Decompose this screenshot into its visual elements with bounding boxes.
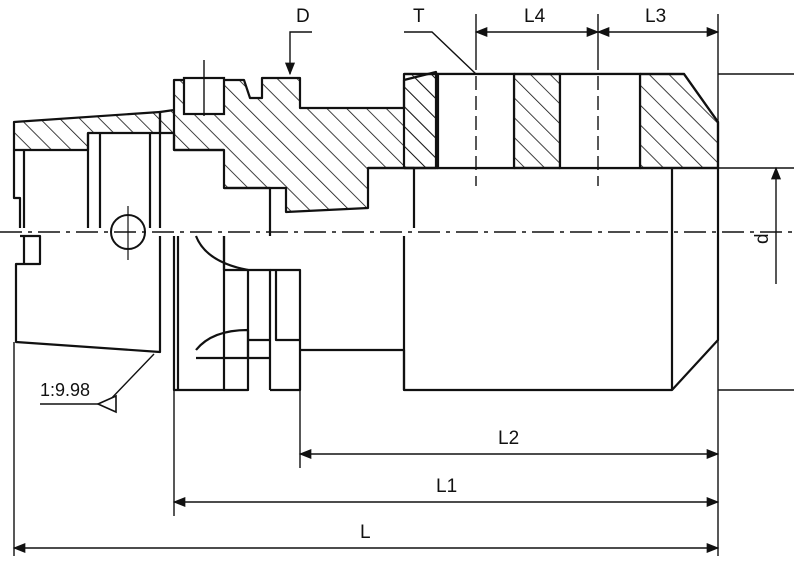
taper-arrow — [96, 394, 117, 414]
label-t-top: T — [413, 6, 425, 27]
shank-pocket — [86, 133, 162, 228]
flange-lower — [172, 236, 226, 392]
label-l3: L3 — [645, 6, 666, 27]
label-l4: L4 — [524, 6, 546, 27]
collet-segment — [248, 338, 270, 360]
flange-step — [172, 110, 224, 152]
collet-groove-1 — [248, 268, 272, 390]
label-d-top: D — [296, 6, 310, 27]
shoulder — [368, 166, 416, 228]
thread-centerlines — [475, 56, 599, 186]
dimension-lines — [12, 14, 794, 556]
body-bore — [402, 168, 674, 390]
taper-shank-upper — [12, 110, 162, 152]
collet-groove-3 — [274, 270, 300, 342]
label-l1: L1 — [436, 476, 457, 497]
label-d-side: d — [752, 233, 773, 244]
pocket-inner — [98, 133, 152, 228]
taper-shank-lower — [12, 150, 162, 354]
label-taper-ratio: 1:9.98 — [40, 380, 90, 400]
lower-body-section — [12, 110, 720, 392]
label-l2: L2 — [498, 428, 519, 449]
nut-block-1 — [402, 72, 440, 170]
collet-groove-2 — [270, 268, 302, 392]
nut-block-3 — [638, 72, 720, 170]
collet-ring — [222, 186, 272, 392]
collet-curve-2 — [195, 328, 250, 360]
collet-curve-1 — [194, 235, 249, 272]
nut-block-2 — [512, 72, 562, 170]
label-l: L — [360, 522, 371, 543]
